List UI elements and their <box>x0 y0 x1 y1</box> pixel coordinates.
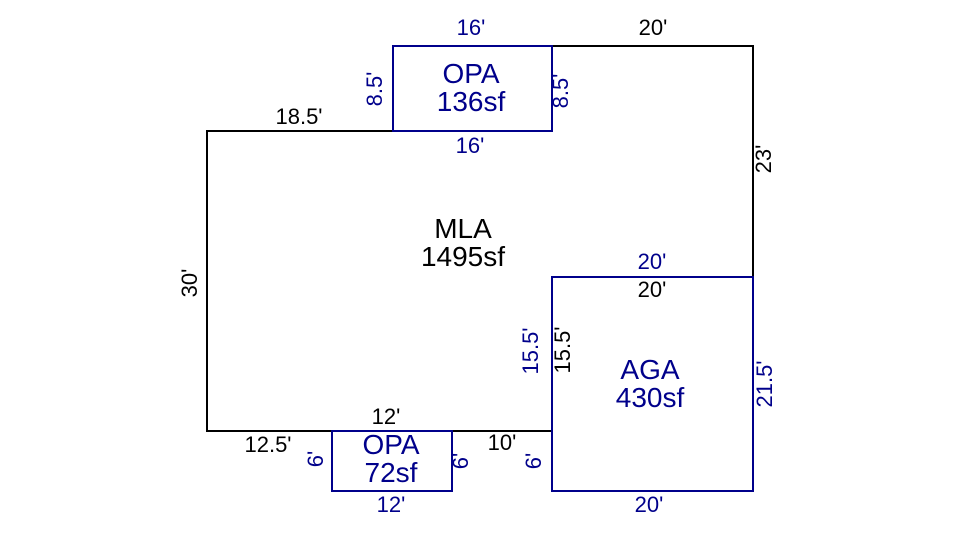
dimension-label-opa-top-top: 16' <box>456 15 486 40</box>
dimension-label-aga-left-lower: 6' <box>521 452 546 470</box>
opa-top-outline <box>392 45 553 132</box>
dimension-label-mla-bottom-middle: 12' <box>371 404 401 429</box>
area-size-aga: 430sf <box>615 382 685 413</box>
dimension-label-mla-garage-top: 20' <box>637 277 667 302</box>
dimension-label-mla-bottom-left: 12.5' <box>244 432 292 457</box>
dimension-label-mla-bottom-right: 10' <box>487 430 517 455</box>
area-name-mla: MLA <box>434 213 492 244</box>
dimension-label-aga-top: 20' <box>637 249 667 274</box>
opa-bottom-outline <box>331 430 453 492</box>
area-name-opa-bottom: OPA <box>362 429 420 460</box>
area-label-mla: MLA 1495sf <box>421 215 505 271</box>
dimension-label-mla-top-left: 18.5' <box>275 104 323 129</box>
area-size-opa-bottom: 72sf <box>364 457 418 488</box>
area-name-aga: AGA <box>620 354 680 385</box>
area-label-opa-bottom: OPA 72sf <box>362 431 419 487</box>
dimension-label-aga-bottom: 20' <box>634 492 664 517</box>
dimension-label-mla-top-right: 20' <box>638 15 668 40</box>
area-name-opa-top: OPA <box>442 58 500 89</box>
area-size-mla: 1495sf <box>420 241 506 272</box>
dimension-label-opa-top-left: 8.5' <box>362 71 387 107</box>
dimension-label-aga-left: 15.5' <box>518 327 543 375</box>
aga-outline <box>551 276 754 492</box>
dimension-label-mla-left: 30' <box>177 268 202 298</box>
area-label-opa-top: OPA 136sf <box>437 60 506 116</box>
dimension-label-mla-right: 23' <box>751 144 776 174</box>
area-label-aga: AGA 430sf <box>616 356 685 412</box>
area-size-opa-top: 136sf <box>436 86 506 117</box>
dimension-label-mla-garage-side: 15.5' <box>550 326 575 374</box>
dimension-label-aga-right: 21.5' <box>752 360 777 408</box>
dimension-label-opa-bottom-right: 6' <box>448 452 473 470</box>
dimension-label-opa-top-right: 8.5' <box>548 73 573 109</box>
dimension-label-opa-bottom-left: 6' <box>303 450 328 468</box>
dimension-label-opa-top-bottom: 16' <box>455 133 485 158</box>
dimension-label-opa-bottom-bottom: 12' <box>376 492 406 517</box>
